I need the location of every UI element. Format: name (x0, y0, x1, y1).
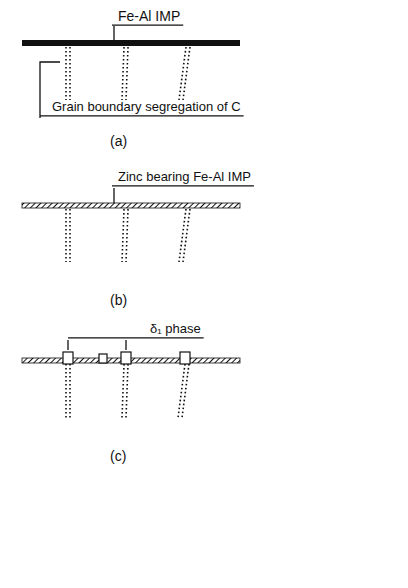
leader-line (113, 26, 114, 40)
layer-label: Fe-Al IMP (118, 8, 180, 24)
leader-line (113, 188, 114, 203)
leader-line (40, 115, 244, 116)
segregation-label: Grain boundary segregation of C (52, 100, 241, 115)
fe-al-layer (22, 40, 240, 46)
delta1-crystal (63, 352, 190, 364)
leader-line (112, 24, 183, 25)
grain-boundary (66, 364, 189, 418)
leader-line (112, 185, 254, 186)
leader-line (67, 340, 68, 350)
leader-line (68, 337, 204, 338)
layer-label: Zinc bearing Fe-Al IMP (118, 170, 251, 185)
grain-boundary (66, 47, 190, 100)
leader-line (125, 340, 126, 350)
panel-label: (c) (110, 448, 126, 464)
zinc-bearing-layer (22, 203, 240, 208)
grain-boundary (66, 209, 190, 262)
phase-label: δ₁ phase (150, 322, 201, 337)
panel-label: (a) (110, 133, 127, 149)
panel-label: (b) (110, 292, 127, 308)
